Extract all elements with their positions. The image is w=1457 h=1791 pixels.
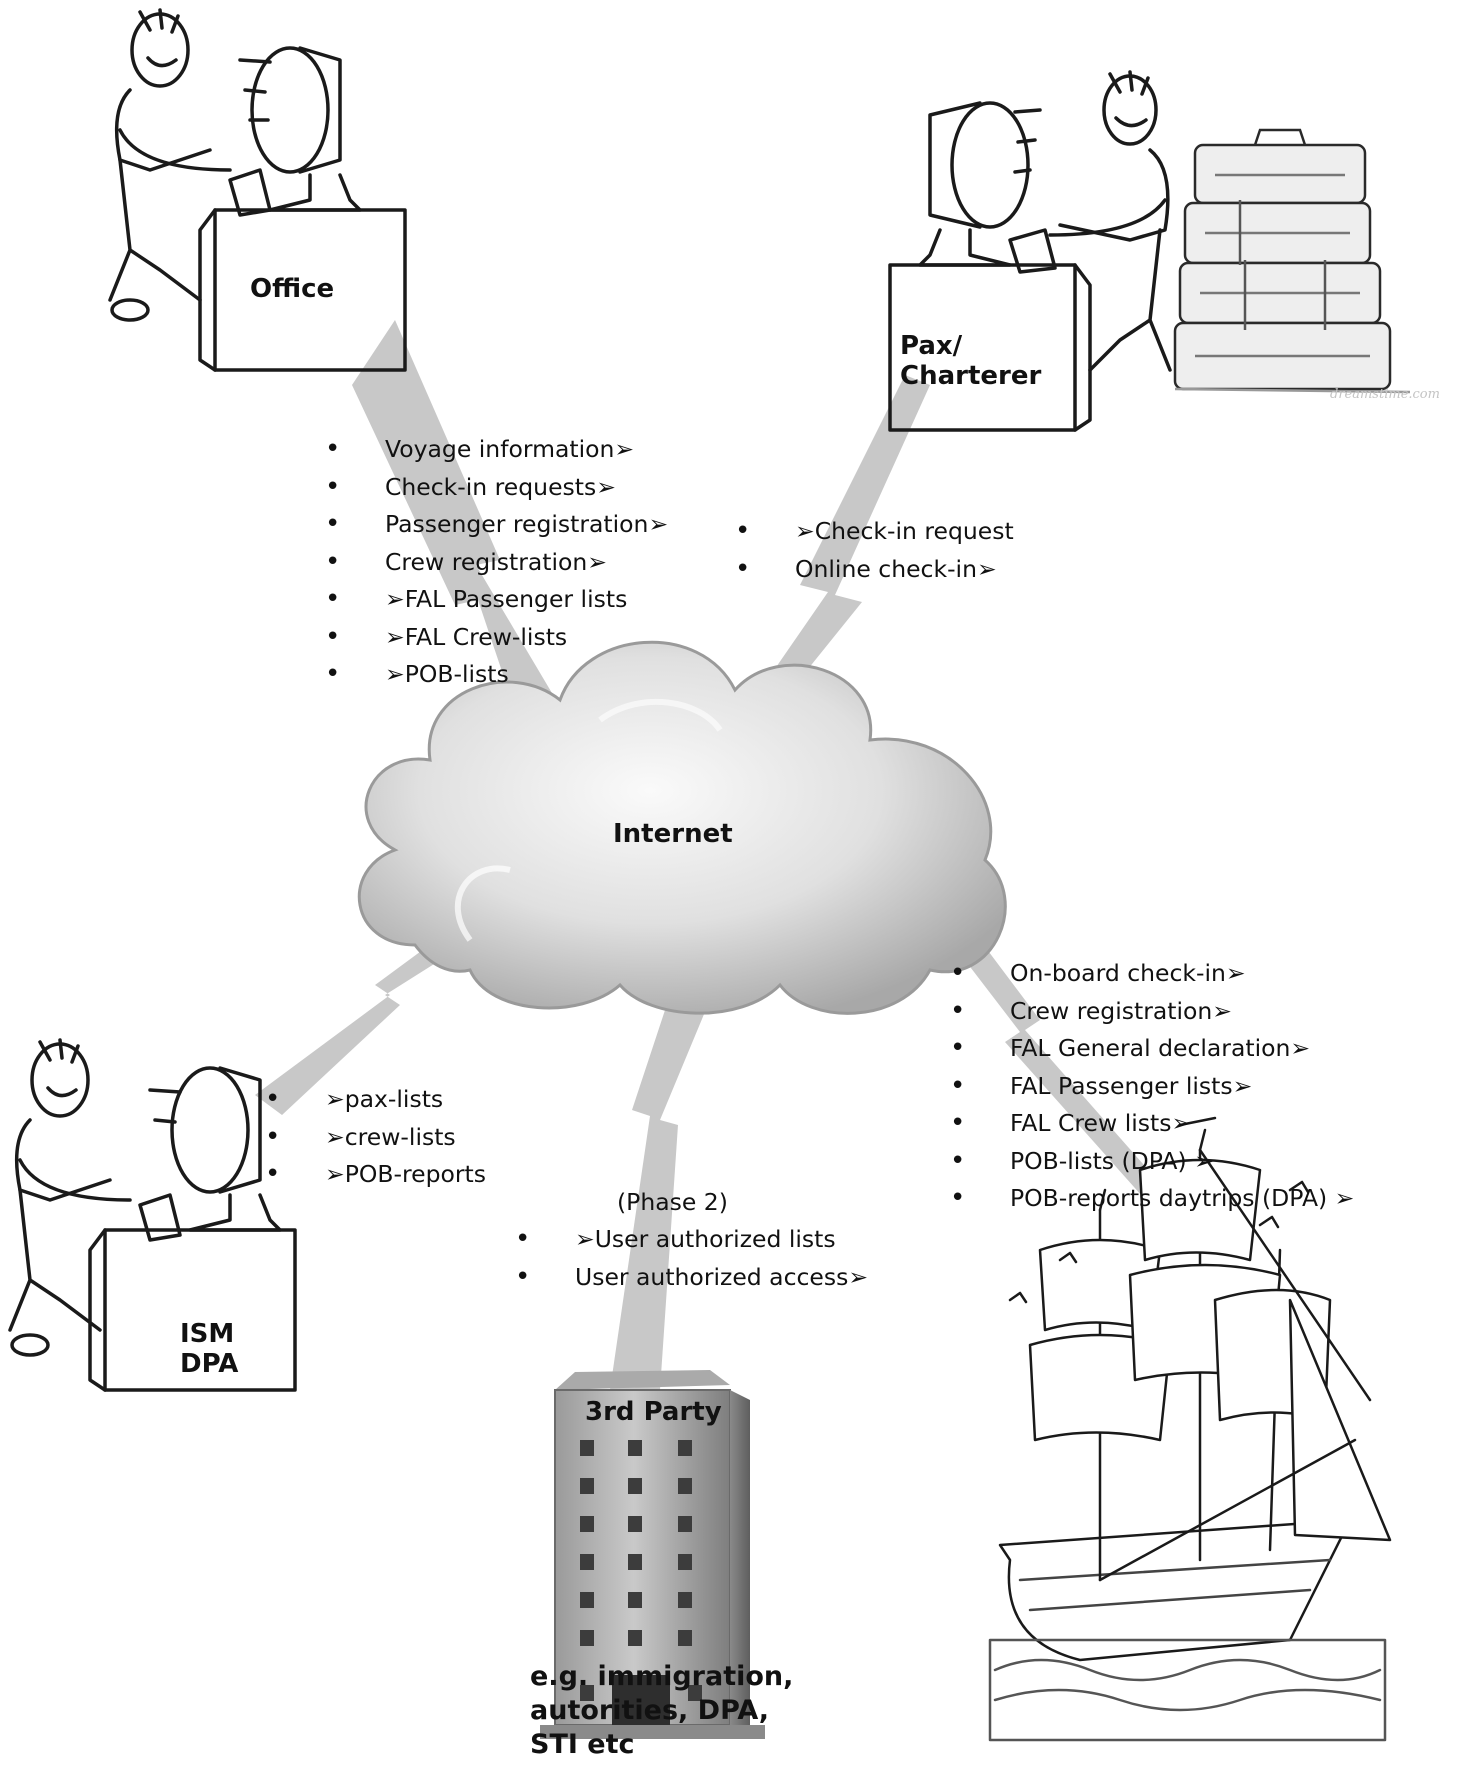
list-item: FAL Crew lists➢ — [950, 1105, 1354, 1143]
ism-worker-icon — [8, 1038, 297, 1392]
list-item: ➢Check-in request — [735, 513, 1014, 551]
caption-line: autorities, DPA, — [530, 1695, 770, 1726]
connector-ism-internet — [255, 915, 488, 1115]
list-item: On-board check-in➢ — [950, 955, 1354, 993]
charterer-label-line2: Charterer — [900, 360, 1042, 391]
ism-label-line2: DPA — [180, 1348, 239, 1379]
list-item: ➢pax-lists — [265, 1081, 486, 1119]
ism-flow-list: ➢pax-lists ➢crew-lists ➢POB-reports — [265, 1081, 486, 1194]
caption-line: e.g. immigration, — [530, 1661, 794, 1692]
list-item: ➢POB-lists — [325, 656, 668, 694]
office-label: Office — [250, 274, 335, 304]
ism-dpa-label: ISM DPA — [180, 1319, 239, 1380]
list-item: User authorized access➢ — [515, 1259, 868, 1297]
charterer-label: Pax/ Charterer — [900, 331, 1042, 392]
third-party-flow-list: ➢User authorized lists User authorized a… — [515, 1221, 868, 1296]
ism-label-line1: ISM — [180, 1319, 235, 1349]
list-item: Online check-in➢ — [735, 551, 1014, 589]
list-item: ➢POB-reports — [265, 1156, 486, 1194]
list-item: FAL Passenger lists➢ — [950, 1068, 1354, 1106]
list-item: ➢FAL Passenger lists — [325, 581, 668, 619]
list-item: FAL General declaration➢ — [950, 1030, 1354, 1068]
list-item: Voyage information➢ — [325, 431, 668, 469]
charterer-flow-list: ➢Check-in request Online check-in➢ — [735, 513, 1014, 588]
luggage-stack-icon — [1173, 128, 1411, 394]
office-worker-icon — [108, 8, 407, 372]
watermark-text: dreamstime.com — [1330, 387, 1440, 402]
third-party-caption: e.g. immigration, autorities, DPA, STI e… — [530, 1660, 793, 1762]
list-item: POB-lists (DPA) ➢ — [950, 1143, 1354, 1181]
charterer-label-line1: Pax/ — [900, 331, 963, 361]
list-item: Passenger registration➢ — [325, 506, 668, 544]
third-party-label: 3rd Party — [585, 1397, 722, 1427]
list-item: ➢crew-lists — [265, 1119, 486, 1157]
internet-cloud-icon — [357, 640, 1007, 1015]
list-item: Check-in requests➢ — [325, 469, 668, 507]
charterer-worker-icon — [888, 70, 1172, 432]
list-item: ➢User authorized lists — [515, 1221, 868, 1259]
list-item: Crew registration➢ — [325, 544, 668, 582]
list-item: ➢FAL Crew-lists — [325, 619, 668, 657]
ship-flow-list: On-board check-in➢ Crew registration➢ FA… — [950, 955, 1354, 1218]
phase-label: (Phase 2) — [617, 1188, 728, 1216]
office-flow-list: Voyage information➢ Check-in requests➢ P… — [325, 431, 668, 694]
third-party-building-icon — [540, 1370, 765, 1739]
list-item: Crew registration➢ — [950, 993, 1354, 1031]
list-item: POB-reports daytrips (DPA) ➢ — [950, 1180, 1354, 1218]
caption-line: STI etc — [530, 1729, 635, 1760]
internet-label: Internet — [613, 819, 733, 849]
